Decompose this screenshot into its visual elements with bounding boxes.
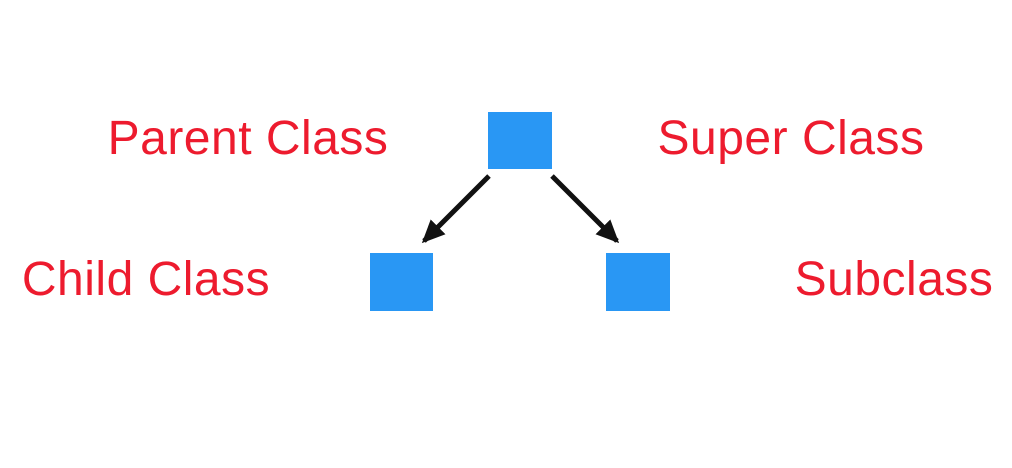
inheritance-arrow-left <box>421 174 491 244</box>
super-class-label: Super Class <box>657 112 925 165</box>
parent-class-label: Parent Class <box>107 112 389 165</box>
inheritance-arrow-right <box>550 174 620 244</box>
child-node-left <box>370 253 433 311</box>
child-class-label: Child Class <box>21 253 271 306</box>
parent-node <box>488 112 552 169</box>
child-node-right <box>606 253 670 311</box>
subclass-label: Subclass <box>794 253 994 306</box>
